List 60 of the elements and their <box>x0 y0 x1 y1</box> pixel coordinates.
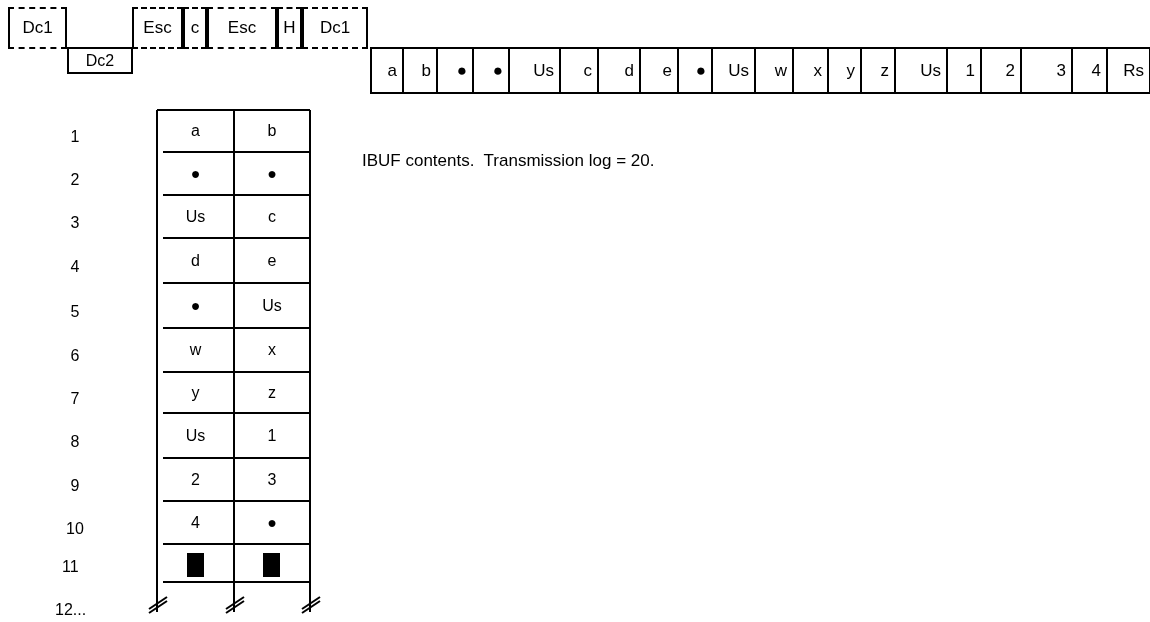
table-cell-text: y <box>190 382 201 403</box>
row-number: 2 <box>69 169 81 190</box>
table-cell-text: e <box>266 250 278 271</box>
stream-character-cell: e <box>639 47 679 94</box>
table-cell-text: 1 <box>266 425 278 446</box>
control-character-box: Dc1 <box>302 7 368 49</box>
table-cell-text: ● <box>189 295 202 316</box>
stream-character-cell: ● <box>677 47 713 94</box>
stream-character-cell: 4 <box>1071 47 1108 94</box>
table-cell-text: Us <box>261 295 283 316</box>
row-number: 11 <box>62 557 80 575</box>
stream-character-cell: x <box>792 47 829 94</box>
caption: IBUF contents. Transmission log = 20. <box>362 150 655 172</box>
stream-character-cell: c <box>559 47 599 94</box>
row-number: 3 <box>69 212 81 233</box>
stream-character-cell: ● <box>472 47 510 94</box>
table-cell-text: Us <box>184 206 207 227</box>
stream-character-cell: Us <box>894 47 948 94</box>
table-cell-text: b <box>266 121 278 141</box>
stream-character-cell: w <box>754 47 794 94</box>
stream-character-cell: ● <box>436 47 474 94</box>
table-cell-text: ● <box>266 163 278 184</box>
table-cell-text: z <box>267 382 277 403</box>
control-character-box: Dc1 <box>8 7 67 49</box>
control-character-box: H <box>277 7 302 49</box>
stream-character-cell: 2 <box>980 47 1022 94</box>
control-character-box: Esc <box>132 7 183 49</box>
table-cell-text: ● <box>189 163 202 184</box>
stream-character-cell: b <box>402 47 438 94</box>
table-cell-text: a <box>190 121 201 141</box>
row-number: 9 <box>69 475 81 496</box>
control-character-box: c <box>183 7 207 49</box>
row-number: 5 <box>69 301 81 322</box>
stream-character-cell: d <box>597 47 641 94</box>
stream-character-cell: a <box>370 47 404 94</box>
row-number: 4 <box>69 256 81 277</box>
stream-character-cell: Us <box>711 47 756 94</box>
table-cell-text: ● <box>266 512 278 533</box>
stream-character-cell: Us <box>508 47 561 94</box>
stream-character-cell: 1 <box>946 47 982 94</box>
table-cell-text: d <box>190 250 201 271</box>
stream-character-cell: Rs <box>1106 47 1150 94</box>
row-number: 10 <box>65 518 85 539</box>
stream-character-cell: z <box>860 47 896 94</box>
table-cell-text: x <box>267 340 277 360</box>
row-number: 1 <box>69 127 81 147</box>
table-cell-text: c <box>267 206 277 227</box>
row-number: 6 <box>69 346 81 366</box>
row-number: 7 <box>69 388 81 409</box>
table-cell-text: 4 <box>190 512 201 533</box>
stream-character-cell: 3 <box>1020 47 1073 94</box>
row-number: 12... <box>55 600 88 618</box>
table-cell-text: w <box>188 340 203 360</box>
table-cell-text: 3 <box>266 469 278 490</box>
stream-character-cell: y <box>827 47 862 94</box>
control-character-box: Esc <box>207 7 277 49</box>
table-cell-text: 2 <box>190 469 201 490</box>
control-character-box: Dc2 <box>67 47 133 74</box>
row-number: 8 <box>69 431 81 452</box>
table-cell-text: Us <box>184 425 207 446</box>
